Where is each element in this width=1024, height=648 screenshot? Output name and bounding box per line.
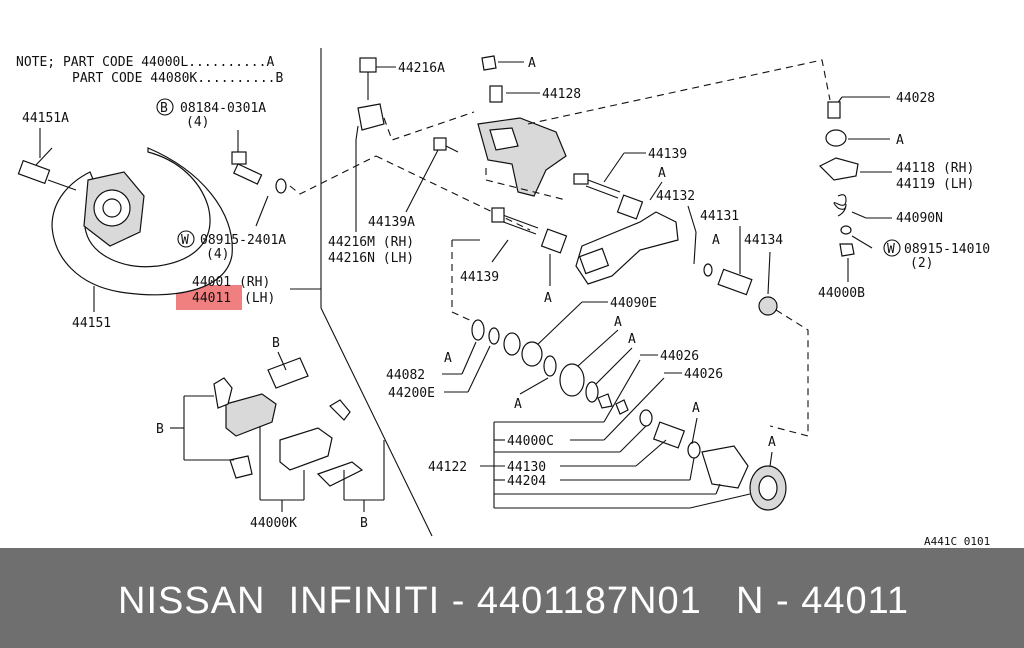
torque-member [575, 211, 679, 285]
label-44028: 44028 [896, 91, 935, 106]
label-44090E: 44090E [610, 296, 657, 311]
label-44139-lower: 44139 [460, 270, 499, 285]
ref-a-3: A [712, 233, 720, 248]
label-44134: 44134 [744, 233, 783, 248]
ref-a-4: A [544, 291, 552, 306]
ref-a-9: A [692, 401, 700, 416]
label-44119-lh: 44119 (LH) [896, 177, 974, 192]
label-44139A: 44139A [368, 215, 415, 230]
label-44118-rh: 44118 (RH) [896, 161, 974, 176]
label-08915-2401A-qty: (4) [206, 247, 229, 262]
label-08915-14010: 08915-14010 [904, 242, 990, 257]
ref-a-2: A [658, 166, 666, 181]
label-44082: 44082 [386, 368, 425, 383]
ref-a-6: A [514, 397, 522, 412]
circle-b-symbol: B [160, 101, 168, 116]
label-44151: 44151 [72, 316, 111, 331]
label-44026-a: 44026 [660, 349, 699, 364]
label-44128: 44128 [542, 87, 581, 102]
ref-a-7: A [614, 315, 622, 330]
circle-w-symbol-left: W [181, 233, 189, 248]
ref-a-10: A [768, 435, 776, 450]
ref-a-5: A [444, 351, 452, 366]
circle-w-symbol-right: W [887, 242, 895, 257]
footer-brand-part-number: NISSAN INFINITI - 4401187N01 [118, 580, 702, 622]
label-44122: 44122 [428, 460, 467, 475]
label-44000K: 44000K [250, 516, 297, 531]
label-44090N: 44090N [896, 211, 943, 226]
ref-a-8: A [628, 332, 636, 347]
label-44130: 44130 [507, 460, 546, 475]
note-line-1: NOTE; PART CODE 44000L..........A [16, 55, 274, 70]
diagram-code: A441C 0101 [924, 535, 990, 548]
ref-b-top: B [272, 336, 280, 351]
ref-a-11: A [896, 133, 904, 148]
label-44204: 44204 [507, 474, 546, 489]
footer-banner: NISSAN INFINITI - 4401187N01 N - 44011 [0, 548, 1024, 648]
label-44131: 44131 [700, 209, 739, 224]
label-44000B: 44000B [818, 286, 865, 301]
caliper-body [477, 117, 567, 197]
label-08184-qty: (4) [186, 115, 209, 130]
label-44216N: 44216N (LH) [328, 251, 414, 266]
label-08915-14010-qty: (2) [910, 256, 933, 271]
note-line-2: PART CODE 44080K..........B [72, 71, 283, 86]
ref-b-left: B [156, 422, 164, 437]
label-44216M: 44216M (RH) [328, 235, 414, 250]
label-44132: 44132 [656, 189, 695, 204]
ref-b-bottom: B [360, 516, 368, 531]
dust-shield-part [51, 147, 233, 296]
parts-diagram: NOTE; PART CODE 44000L..........A PART C… [16, 48, 991, 548]
brake-pad-set [213, 357, 364, 487]
label-44151A: 44151A [22, 111, 69, 126]
footer-catalog-code: N - 44011 [736, 580, 910, 622]
label-08184: 08184-0301A [180, 101, 266, 116]
label-44216A: 44216A [398, 61, 445, 76]
label-44000C: 44000C [507, 434, 554, 449]
label-44200E: 44200E [388, 386, 435, 401]
label-44011: 44011 [192, 291, 231, 306]
ref-a-1: A [528, 56, 536, 71]
label-44026-b: 44026 [684, 367, 723, 382]
label-44001-rh: 44001 (RH) [192, 275, 270, 290]
label-08915-2401A: 08915-2401A [200, 233, 286, 248]
label-44139-upper: 44139 [648, 147, 687, 162]
label-44011-lh: (LH) [244, 291, 275, 306]
